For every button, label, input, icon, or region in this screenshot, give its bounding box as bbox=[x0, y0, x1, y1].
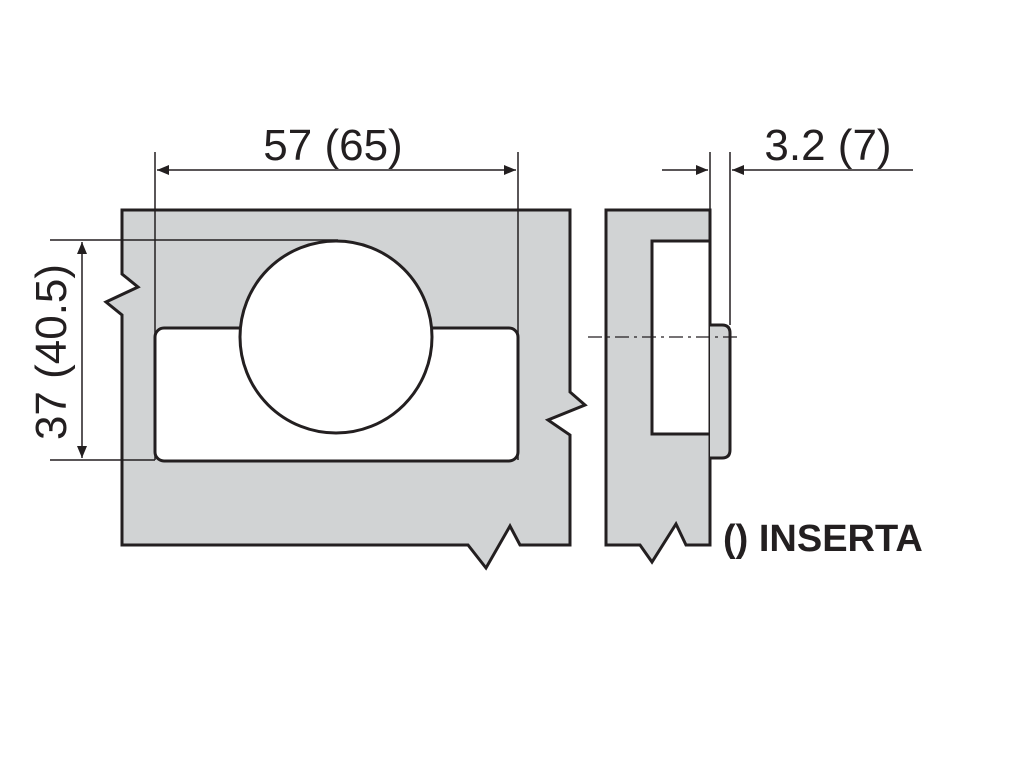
width-dimension: 57 (65) bbox=[154, 121, 519, 460]
cup-bore-circle bbox=[238, 239, 434, 435]
depth-label: 3.2 (7) bbox=[764, 121, 891, 170]
height-label: 37 (40.5) bbox=[27, 264, 76, 440]
width-label: 57 (65) bbox=[263, 121, 402, 170]
legend-inserta: () INSERTA bbox=[723, 518, 923, 560]
cup-flange bbox=[710, 323, 732, 460]
side-view bbox=[588, 208, 738, 565]
depth-dimension: 3.2 (7) bbox=[662, 121, 913, 325]
front-view bbox=[103, 208, 588, 571]
height-dimension: 37 (40.5) bbox=[27, 239, 338, 461]
